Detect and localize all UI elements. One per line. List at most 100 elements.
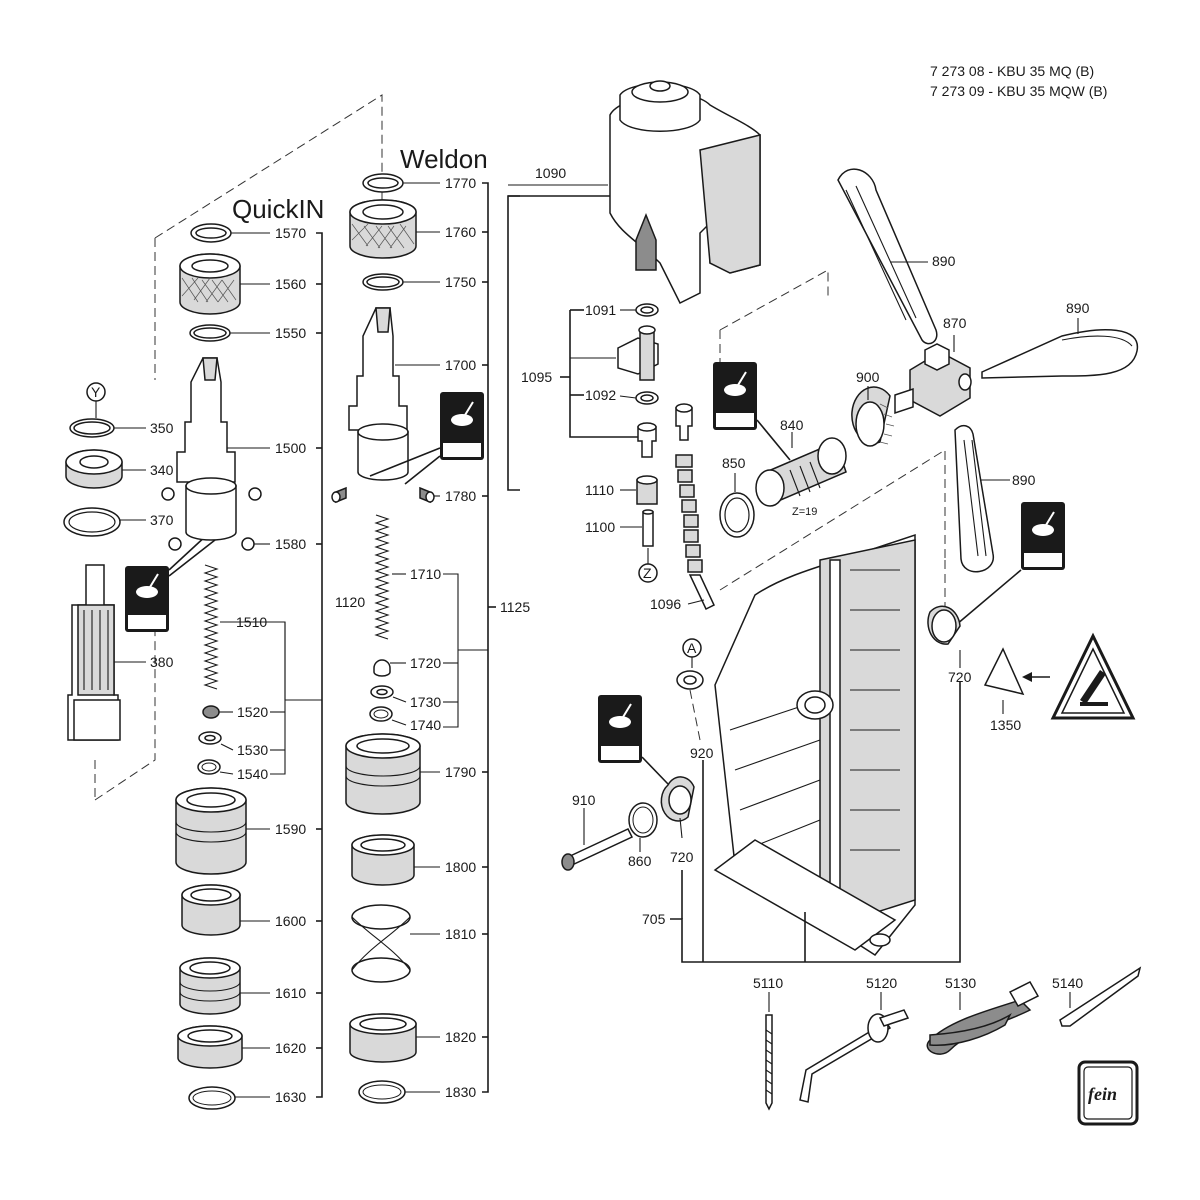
part-5110-pin — [765, 992, 773, 1111]
label-1110: 1110 — [585, 482, 614, 498]
part-1620-sleeve — [177, 1025, 270, 1069]
label-5120: 5120 — [866, 975, 897, 991]
label-1520: 1520 — [237, 704, 268, 720]
part-850-oring — [719, 473, 755, 538]
part-1610-seal — [179, 957, 270, 1015]
label-1700: 1700 — [445, 357, 476, 373]
warning-sign-icon — [1022, 632, 1136, 720]
label-850: 850 — [722, 455, 746, 471]
part-1800-bushing — [351, 834, 440, 886]
label-1760: 1760 — [445, 224, 476, 240]
label-1740: 1740 — [410, 717, 441, 733]
svg-text:Y: Y — [91, 384, 101, 400]
label-1800: 1800 — [445, 859, 476, 875]
part-340-bearing — [65, 449, 146, 489]
label-380: 380 — [150, 654, 174, 670]
label-1540: 1540 — [237, 766, 268, 782]
part-5140-key — [1059, 966, 1142, 1027]
lubrication-icon-middle — [713, 362, 791, 461]
label-910: 910 — [572, 792, 596, 808]
part-1730-washer — [370, 685, 407, 703]
label-370: 370 — [150, 512, 174, 528]
label-890-lower: 890 — [1012, 472, 1036, 488]
quickin-title: QuickIN — [232, 194, 324, 224]
part-1590-sleeve — [175, 787, 270, 875]
label-1780: 1780 — [445, 488, 476, 504]
label-5130: 5130 — [945, 975, 976, 991]
part-1350-sticker — [983, 647, 1025, 714]
part-840-pinion — [755, 432, 847, 507]
part-1600-bushing — [181, 884, 270, 936]
fein-logo: fein — [1077, 1060, 1139, 1126]
lubrication-icon-lower — [598, 695, 669, 785]
label-1600: 1600 — [275, 913, 306, 929]
part-1096-hose — [675, 454, 715, 611]
part-1780-screws — [331, 486, 440, 504]
bracket-1540 — [270, 622, 286, 775]
label-1770: 1770 — [445, 175, 476, 191]
marker-y: Y — [86, 382, 106, 418]
label-1750: 1750 — [445, 274, 476, 290]
label-920: 920 — [690, 745, 714, 761]
part-370-circlip — [63, 507, 146, 537]
label-1096: 1096 — [650, 596, 681, 612]
part-900-ring-gear — [851, 386, 895, 447]
label-1530: 1530 — [237, 742, 268, 758]
marker-a: A — [682, 638, 702, 668]
label-1720: 1720 — [410, 655, 441, 671]
part-1830-circlip — [358, 1080, 440, 1104]
label-1510: 1510 — [236, 614, 267, 630]
svg-text:fein: fein — [1088, 1084, 1117, 1104]
part-1510-spring — [203, 564, 286, 700]
label-1610: 1610 — [275, 985, 306, 1001]
svg-text:Z: Z — [643, 565, 652, 581]
part-720-cap-right — [927, 605, 961, 668]
label-1580: 1580 — [275, 536, 306, 552]
part-1700-arbor — [348, 307, 440, 481]
part-1580-balls — [161, 487, 270, 551]
bracket-1095 — [569, 310, 640, 438]
part-890-handle-lower — [954, 424, 1010, 573]
label-1620: 1620 — [275, 1040, 306, 1056]
part-1770-ring — [362, 173, 440, 193]
part-350-ring — [69, 418, 146, 438]
label-1730: 1730 — [410, 694, 441, 710]
part-380-spindle — [67, 564, 146, 741]
part-1090-coolant-tank — [508, 80, 761, 305]
label-350: 350 — [150, 420, 174, 436]
part-1540-clip — [197, 759, 234, 775]
part-1550-ring — [189, 324, 270, 342]
label-5110: 5110 — [753, 975, 783, 991]
model-line-1: 7 273 08 - KBU 35 MQ (B) — [930, 63, 1094, 79]
part-1100-pin — [620, 509, 654, 547]
part-1790-sleeve — [345, 733, 440, 815]
lubrication-icon-weldon — [369, 392, 484, 485]
part-890-handle-right — [981, 318, 1139, 379]
label-1091: 1091 — [585, 302, 616, 318]
bracket-705 — [670, 682, 961, 963]
label-5140: 5140 — [1052, 975, 1083, 991]
label-1630: 1630 — [275, 1089, 306, 1105]
label-1550: 1550 — [275, 325, 306, 341]
weldon-title: Weldon — [400, 144, 488, 174]
part-890-handle-top — [837, 168, 938, 345]
part-1500-arbor — [176, 357, 270, 541]
label-1820: 1820 — [445, 1029, 476, 1045]
label-1120: 1120 — [335, 594, 365, 610]
label-840: 840 — [780, 417, 804, 433]
label-1100: 1100 — [585, 519, 615, 535]
label-1710: 1710 — [410, 566, 441, 582]
label-1350: 1350 — [990, 717, 1021, 733]
part-1091-oring — [620, 303, 659, 317]
part-1110-nut — [620, 475, 658, 505]
part-920-washer — [676, 670, 704, 741]
bracket-1710 — [443, 573, 459, 728]
part-1630-circlip — [188, 1086, 270, 1110]
part-1095-valve — [570, 325, 659, 381]
label-1500: 1500 — [275, 440, 306, 456]
part-5120-tool — [799, 992, 910, 1103]
label-705: 705 — [642, 911, 666, 927]
part-1092-oring — [619, 391, 659, 405]
